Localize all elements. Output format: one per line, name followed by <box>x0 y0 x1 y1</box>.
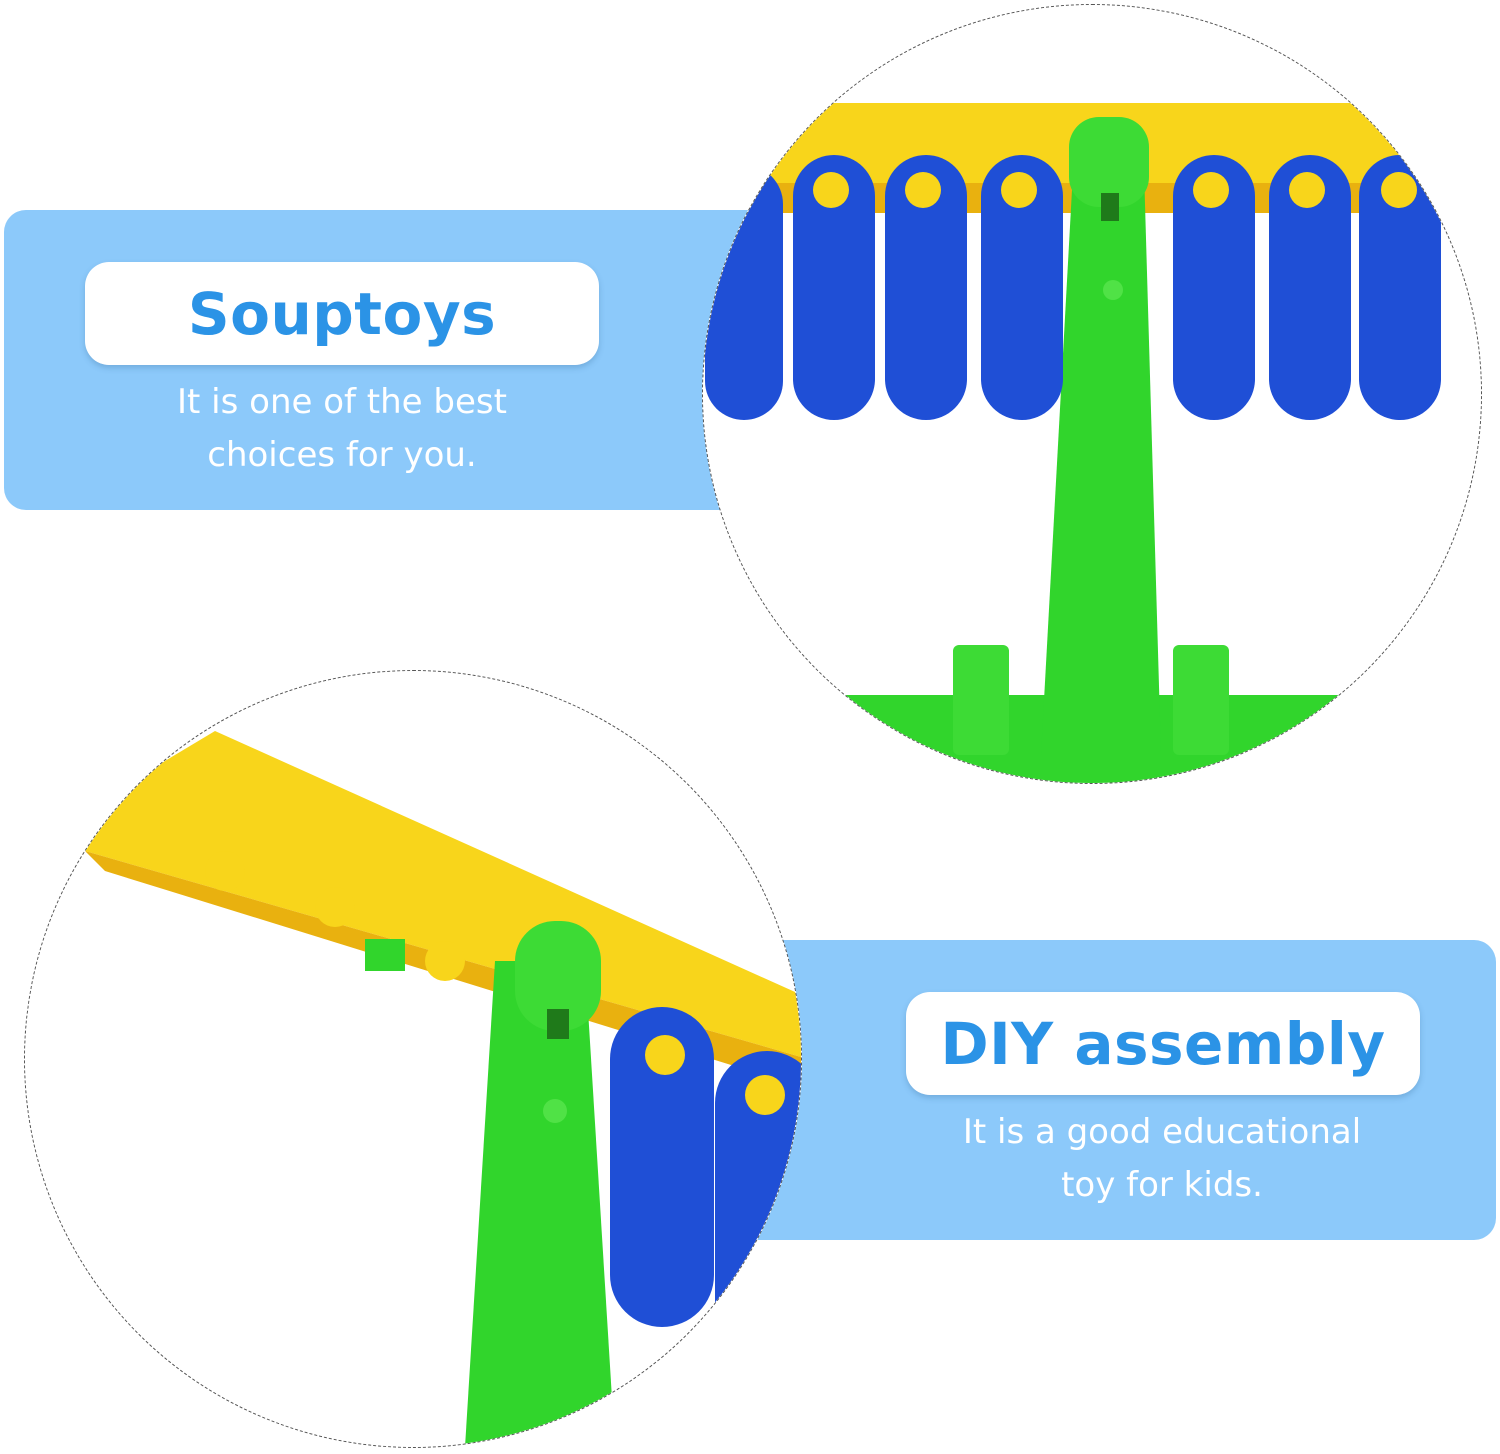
yellow-beam-diagonal <box>65 731 801 1057</box>
feature-description: It is a good educational toy for kids. <box>930 1106 1394 1212</box>
balance-scale-illustration-top <box>703 103 1481 783</box>
title-box-souptoys: Souptoys <box>85 262 599 365</box>
feature-description-line-2: toy for kids. <box>1061 1165 1263 1205</box>
small-green-clip <box>365 939 405 971</box>
brand-description: It is one of the best choices for you. <box>120 376 564 482</box>
blue-weight-1 <box>610 1007 714 1327</box>
stand-top <box>1069 117 1149 207</box>
balance-scale-illustration-bottom <box>65 731 801 1447</box>
stand-slot-angled <box>547 1009 569 1039</box>
stand-slot <box>1101 193 1119 221</box>
blue-weight-2 <box>715 1051 801 1381</box>
base-peg-right <box>1173 645 1229 755</box>
brand-description-line-2: choices for you. <box>207 435 477 475</box>
feature-description-line-1: It is a good educational <box>962 1112 1362 1152</box>
green-stand <box>1041 135 1161 755</box>
brand-title: Souptoys <box>187 279 497 348</box>
stand-pin-angled <box>543 1099 567 1123</box>
green-stand-angled <box>465 961 615 1447</box>
base-peg-left <box>953 645 1009 755</box>
yellow-pegs <box>813 172 1417 208</box>
blue-weights <box>705 155 1441 420</box>
brand-description-line-1: It is one of the best <box>177 382 507 422</box>
title-box-diy: DIY assembly <box>906 992 1420 1095</box>
feature-title: DIY assembly <box>940 1009 1386 1078</box>
weight-peg-1 <box>645 1035 685 1075</box>
product-closeup-bottom <box>24 670 802 1448</box>
stand-top-angled <box>515 921 601 1031</box>
stand-pin <box>1103 280 1123 300</box>
product-closeup-top <box>702 4 1482 784</box>
weight-peg-2 <box>745 1075 785 1115</box>
beam-pegs <box>205 851 465 981</box>
